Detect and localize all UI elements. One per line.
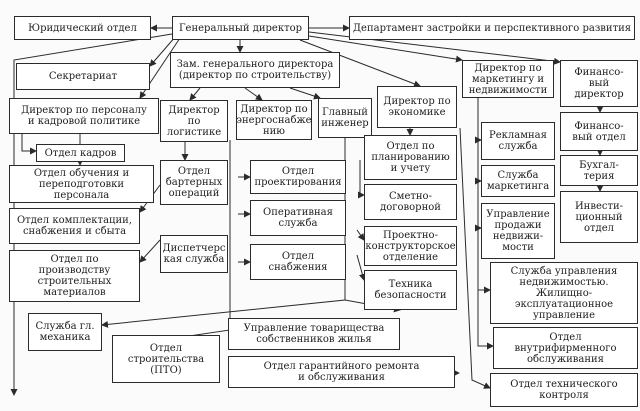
node-secretariat: Секретариат [16,63,150,90]
link-mkt-intra [477,290,494,350]
node-dev-department: Департамент застройки и перспективного р… [349,16,635,40]
node-supply-sales: Отдел комплектации, снабжения и сбыта [9,208,140,244]
node-ceo: Генеральный директор [172,16,309,40]
node-chief-engineer: Главный инженер [318,98,372,138]
link-hr-kadry [21,134,37,155]
node-dir-finance: Финансо- вый директор [560,60,638,107]
node-property-mgmt: Служба управления недвижимостью. Жилищно… [490,262,638,324]
node-barter: Отдел бартерных операций [160,160,228,205]
link-econ-estimate [358,160,365,199]
node-ad-service: Рекламная служба [481,122,555,160]
node-design-construct: Проектно- конструкторское отделение [364,226,457,266]
link-econ-design [356,229,365,241]
link-deputy-energy [244,87,263,101]
link-logistics-materials [139,239,161,263]
node-operative: Оперативная служба [250,200,346,236]
node-construction-pto: Отдел строительства (ПТО) [112,335,220,383]
node-dir-marketing: Директор по маркетингу и недвижимости [462,60,554,98]
link-econ-tech [459,127,491,389]
node-warranty: Отдел гарантийного ремонта и обслуживани… [228,356,455,388]
node-supply-dept: Отдел снабжения [250,244,346,280]
node-materials: Отдел по производству строительных матер… [9,250,140,302]
node-hoa-mgmt: Управление товарищества собственников жи… [228,318,400,350]
link-econ-safety [356,254,366,281]
link-ceo-secretariat [149,35,177,67]
node-deputy: Зам. генерального директора (директор по… [170,52,340,88]
node-hr-dept: Отдел кадров [36,144,125,162]
link-ceo-economics [299,39,421,88]
node-design-dept: Отдел проектирования [250,160,346,194]
node-tech-control: Отдел технического контроля [490,373,638,407]
node-sales-mgmt: Управление продажи недвижи- мости [481,203,555,259]
node-finance-dept: Финансо- вый отдел [560,112,638,151]
node-legal: Юридический отдел [14,16,151,40]
node-dir-hr: Директор по персоналу и кадровой политик… [9,98,159,134]
node-intra-service: Отдел внутрифирменного обслуживания [493,327,638,369]
node-safety: Техника безопасности [364,270,457,310]
node-estimate: Сметно- договорной [364,184,457,220]
node-dispatch: Диспетчерс кая служба [160,235,228,273]
node-mechanic: Служба гл. механика [28,313,102,351]
node-marketing-service: Служба маркетинга [481,165,555,197]
link-deputy-engineer [289,87,321,100]
node-accounting: Бухгал- терия [560,155,638,186]
node-dir-logistics: Директор по логистике [160,100,228,142]
node-planning: Отдел по планированию и учету [364,135,457,180]
node-dir-economics: Директор по экономике [377,86,457,128]
link-ceo-marketing [308,35,463,63]
node-investment: Инвести- ционный отдел [560,191,638,243]
node-training: Отдел обучения и переподготовки персонал… [9,165,154,203]
node-dir-energy: Директор по энергоснабже нию [236,100,312,140]
link-deputy-logistics [189,87,201,101]
